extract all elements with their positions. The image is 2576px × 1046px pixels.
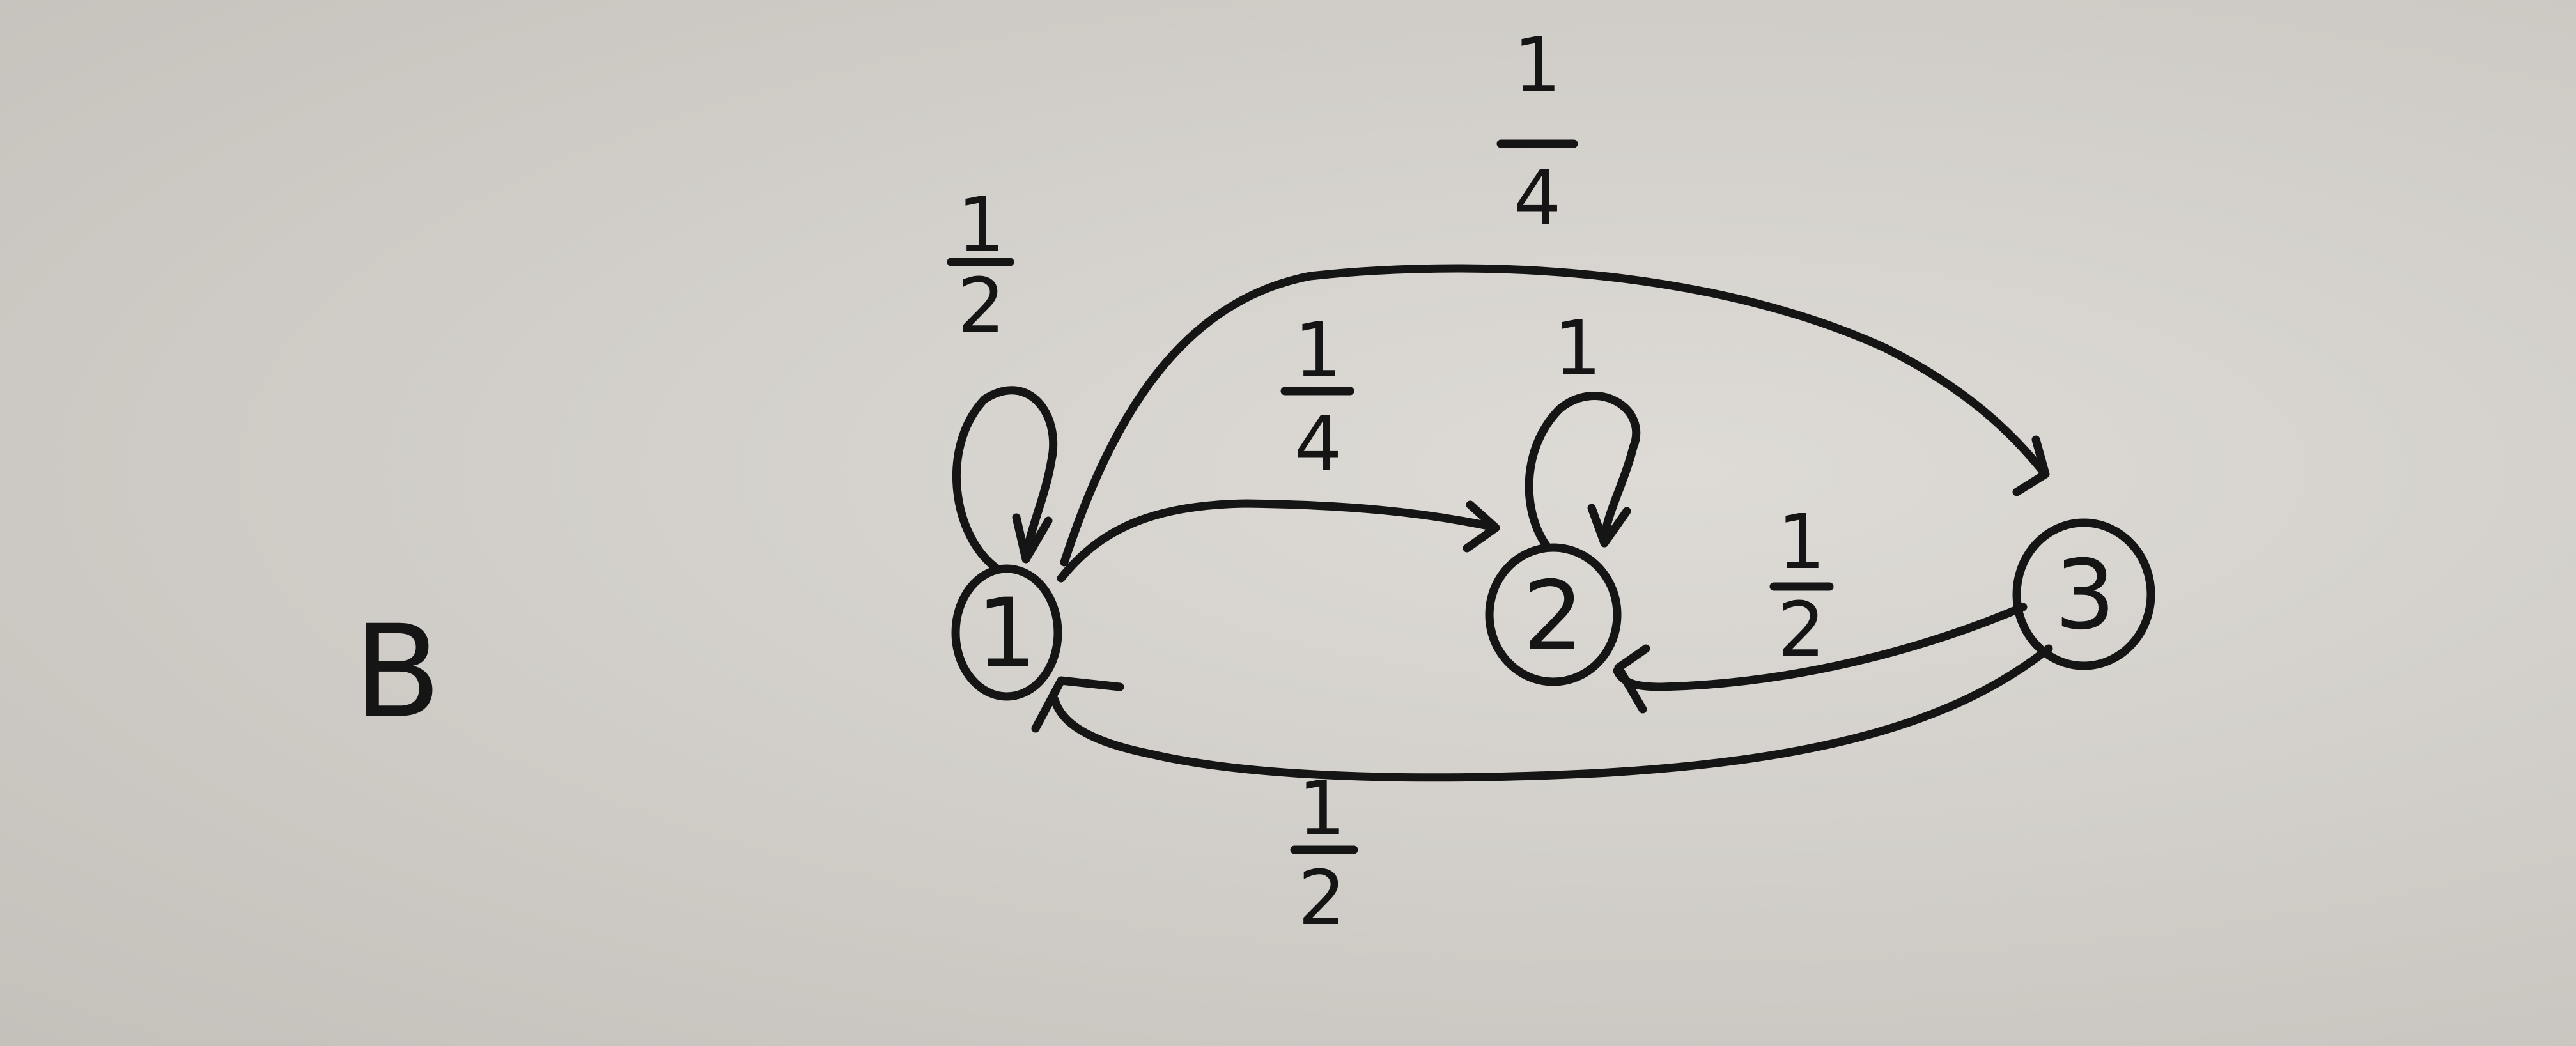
edge-1-3-arrowhead — [2012, 435, 2050, 496]
edge-1-2-weight-num: 1 — [1294, 306, 1342, 394]
edge-1-1-curve — [952, 386, 1058, 573]
edge-1-1-weight-num: 1 — [957, 181, 1005, 269]
panel-label: B — [353, 598, 441, 747]
edge-1-to-2: 1 4 — [1057, 306, 1500, 583]
edge-1-2-weight-den: 4 — [1294, 400, 1342, 488]
edge-1-3-curve — [1060, 264, 2049, 567]
node-1: 1 — [951, 564, 1062, 701]
node-3: 3 — [2012, 518, 2155, 670]
node-2: 2 — [1485, 543, 1622, 686]
edge-1-3-weight-num: 1 — [1513, 21, 1561, 109]
edge-1-to-1: 1 2 — [947, 181, 1058, 573]
edge-2-to-2: 1 — [1525, 304, 1641, 551]
node-1-circle — [951, 564, 1062, 701]
edge-3-2-curve — [1613, 603, 2028, 691]
edge-3-2-arrowhead — [1614, 644, 1650, 714]
node-1-label: 1 — [976, 578, 1037, 689]
node-3-circle — [2012, 518, 2155, 670]
edge-3-1-weight-den: 2 — [1298, 854, 1346, 942]
edge-2-2-arrowhead — [1587, 504, 1631, 548]
edge-1-to-3: 1 4 — [1060, 21, 2050, 567]
edge-2-2-weight-num: 1 — [1553, 304, 1601, 392]
edge-1-1-weight-den: 2 — [957, 261, 1005, 350]
edge-3-to-1: 1 2 — [1031, 644, 2053, 942]
edge-3-2-weight-den: 2 — [1777, 585, 1825, 673]
node-2-circle — [1485, 543, 1622, 686]
edge-3-1-arrowhead — [1031, 676, 1124, 733]
edge-3-1-weight-num: 1 — [1298, 764, 1346, 852]
edge-1-2-curve — [1057, 499, 1499, 583]
edge-3-2-weight-num: 1 — [1777, 498, 1825, 586]
edge-1-1-arrowhead — [1012, 513, 1053, 564]
edge-1-2-arrowhead — [1463, 500, 1500, 553]
edge-1-3-weight-den: 4 — [1513, 154, 1561, 242]
edge-3-1-curve — [1050, 644, 2053, 782]
edge-2-2-curve — [1525, 392, 1641, 551]
edge-3-to-2: 1 2 — [1613, 498, 2028, 714]
node-3-label: 3 — [2054, 540, 2115, 651]
node-2-label: 2 — [1523, 561, 1583, 672]
